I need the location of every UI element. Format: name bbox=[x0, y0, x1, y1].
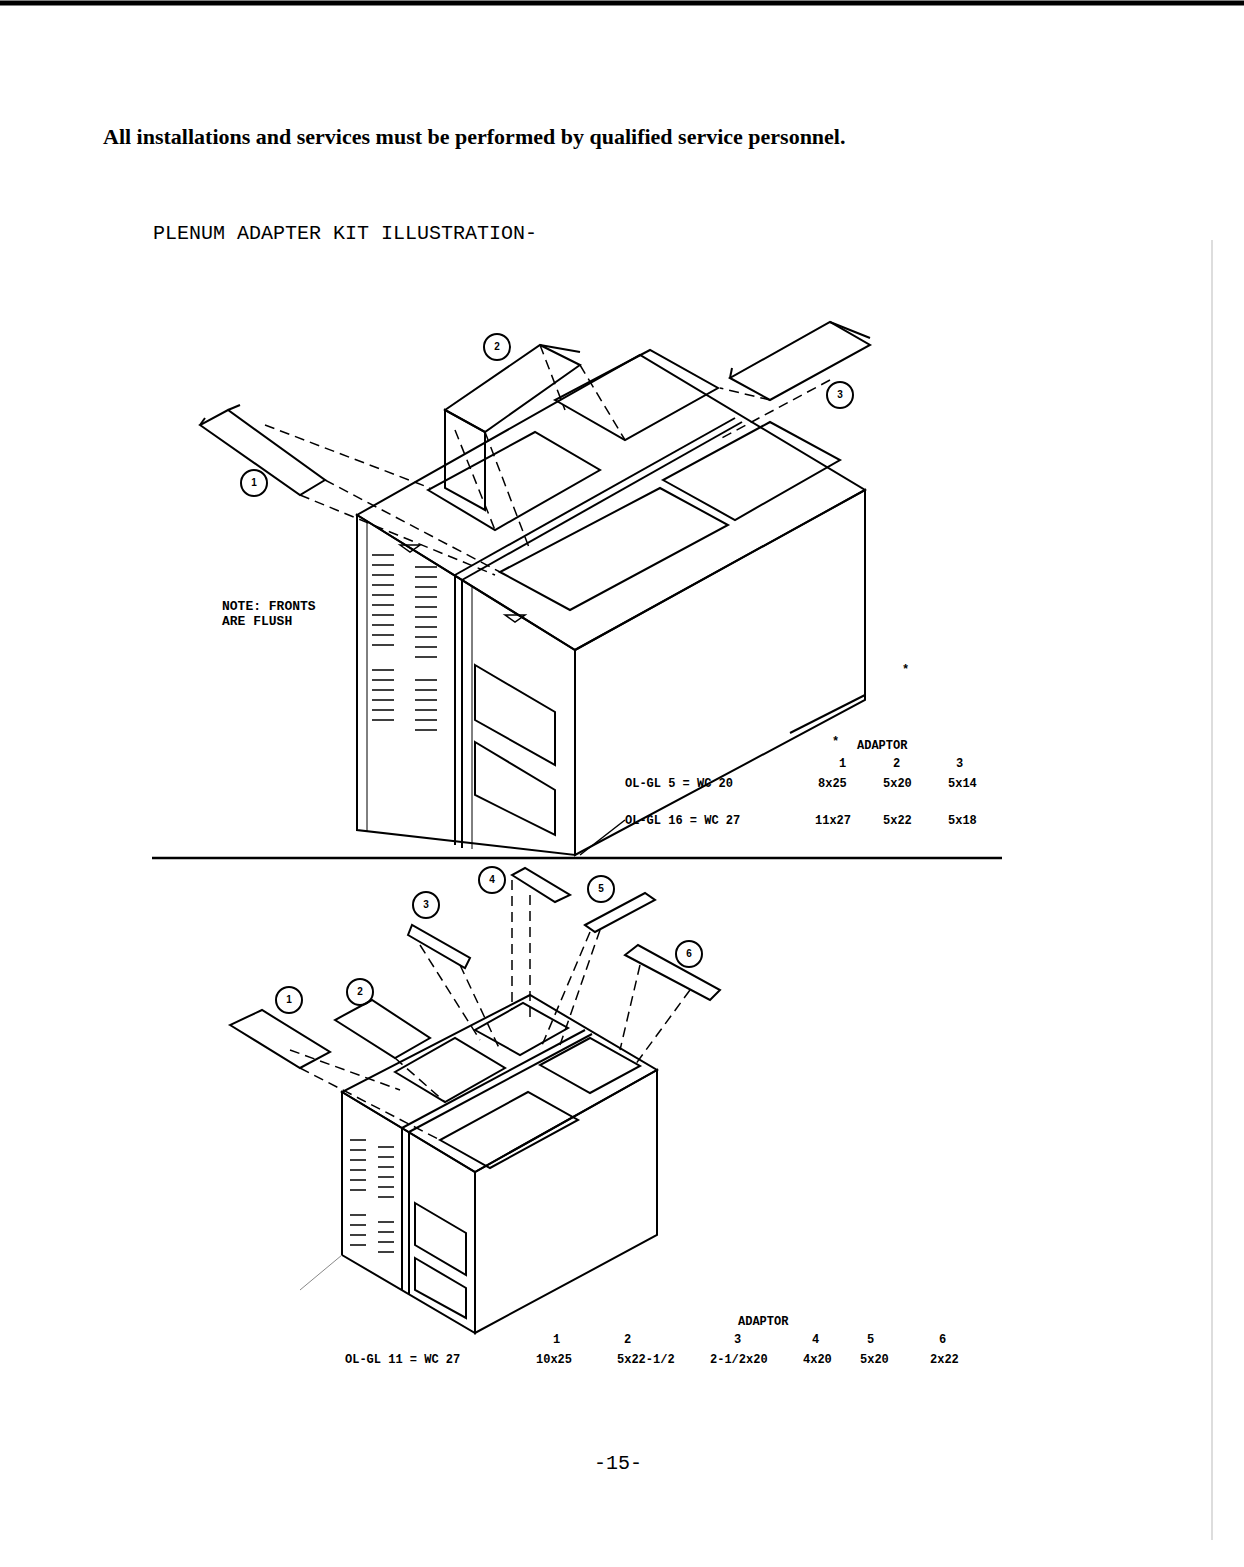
table-cell: 5x14 bbox=[948, 778, 977, 792]
table-header: 1 bbox=[553, 1334, 560, 1348]
note-text: NOTE: FRONTS ARE FLUSH bbox=[222, 600, 332, 630]
table-cell: 8x25 bbox=[818, 778, 847, 792]
table-header: 2 bbox=[893, 758, 900, 772]
table-header: 1 bbox=[839, 758, 846, 772]
model-name: OL-GL 11 = WC 27 bbox=[345, 1354, 460, 1368]
table-header: 2 bbox=[624, 1334, 631, 1348]
asterisk: * bbox=[902, 664, 909, 678]
table-header: 3 bbox=[956, 758, 963, 772]
table-cell: 2x22 bbox=[930, 1354, 959, 1368]
page-number: -15- bbox=[594, 1452, 642, 1475]
callout-number: 1 bbox=[251, 477, 257, 489]
table-header: 5 bbox=[867, 1334, 874, 1348]
callout-number: 1 bbox=[286, 994, 292, 1006]
table-cell: 5x20 bbox=[860, 1354, 889, 1368]
table-header: ADAPTOR bbox=[738, 1316, 788, 1330]
callout-number: 2 bbox=[357, 986, 363, 998]
table-header: 6 bbox=[939, 1334, 946, 1348]
table-cell: 10x25 bbox=[536, 1354, 572, 1368]
callout-number: 3 bbox=[423, 899, 429, 911]
table-cell: 11x27 bbox=[815, 815, 851, 829]
table-cell: 5x18 bbox=[948, 815, 977, 829]
callout-number: 2 bbox=[494, 341, 500, 353]
callout-number: 3 bbox=[837, 389, 843, 401]
asterisk: * bbox=[832, 736, 839, 750]
callout-number: 4 bbox=[489, 874, 495, 886]
table-cell: 4x20 bbox=[803, 1354, 832, 1368]
callout-number: 5 bbox=[598, 883, 604, 895]
table-cell: 2-1/2x20 bbox=[710, 1354, 768, 1368]
model-name: OL-GL 5 = WC 20 bbox=[625, 778, 733, 792]
table-header: ADAPTOR bbox=[857, 740, 907, 754]
page-title: PLENUM ADAPTER KIT ILLUSTRATION- bbox=[153, 222, 537, 245]
model-name: OL-GL 16 = WC 27 bbox=[625, 815, 740, 829]
table-cell: 5x20 bbox=[883, 778, 912, 792]
table-header: 3 bbox=[734, 1334, 741, 1348]
callout-number: 6 bbox=[686, 948, 692, 960]
table-cell: 5x22 bbox=[883, 815, 912, 829]
table-cell: 5x22-1/2 bbox=[617, 1354, 675, 1368]
table-header: 4 bbox=[812, 1334, 819, 1348]
notice-text: All installations and services must be p… bbox=[103, 124, 845, 149]
